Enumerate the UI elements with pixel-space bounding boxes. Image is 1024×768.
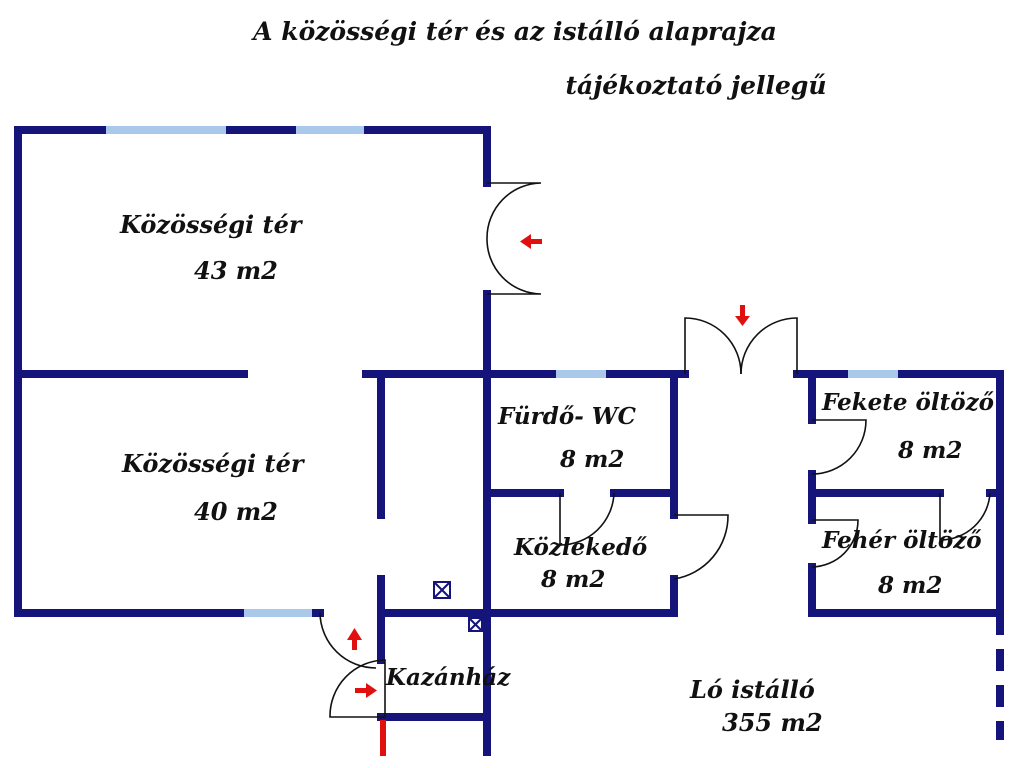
- plan-subtitle: tájékoztató jellegű: [565, 71, 826, 100]
- vent-icon: [468, 617, 483, 632]
- room-area-lo-istallo: 355 m2: [722, 708, 823, 737]
- room-name-feher: Fehér öltöző: [821, 527, 982, 554]
- room-area-fekete: 8 m2: [897, 437, 962, 464]
- room-area-kozlekedo: 8 m2: [540, 566, 605, 593]
- room-area-furdo: 8 m2: [559, 446, 624, 473]
- room-area-kozossegi-2: 40 m2: [194, 497, 278, 526]
- chimney-icon: [433, 581, 451, 599]
- room-name-kazanhaz: Kazánház: [385, 664, 511, 691]
- room-name-fekete: Fekete öltöző: [821, 389, 994, 416]
- room-area-feher: 8 m2: [877, 572, 942, 599]
- plan-title: A közösségi tér és az istálló alaprajza: [251, 17, 777, 46]
- windows: [106, 126, 898, 617]
- doors: [319, 182, 991, 718]
- room-name-kozossegi-1: Közösségi tér: [119, 210, 304, 239]
- room-name-lo-istallo: Ló istálló: [689, 675, 815, 704]
- room-area-kozossegi-1: 43 m2: [194, 256, 278, 285]
- room-name-furdo: Fürdő- WC: [497, 403, 637, 430]
- arrow-right-icon: [355, 683, 377, 698]
- arrow-down-icon: [735, 305, 750, 326]
- arrow-left-icon: [520, 234, 542, 249]
- arrow-up-icon: [347, 628, 362, 650]
- arrows: [347, 234, 750, 698]
- room-name-kozlekedo: Közlekedő: [513, 534, 647, 561]
- room-name-kozossegi-2: Közösségi tér: [121, 449, 306, 478]
